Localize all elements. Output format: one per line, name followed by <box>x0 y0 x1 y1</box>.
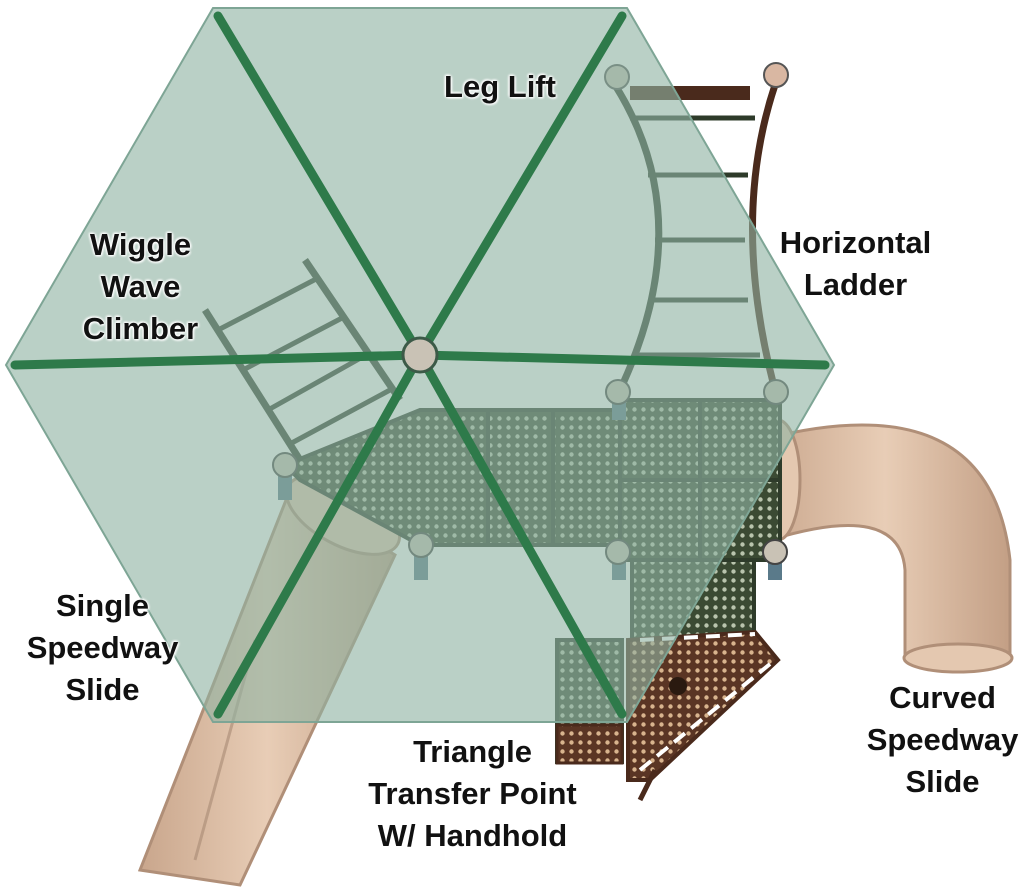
label-curved-speedway-slide: Curved Speedway Slide <box>866 680 1019 799</box>
label-single-speedway-slide: Single Speedway Slide <box>26 588 179 707</box>
label-wiggle-wave-climber: Wiggle Wave Climber <box>82 227 199 346</box>
canopy-hub <box>401 336 439 374</box>
label-horizontal-ladder: Horizontal Ladder <box>779 225 932 302</box>
label-leg-lift: Leg Lift <box>444 69 556 104</box>
shade-canopy <box>4 7 836 723</box>
label-triangle-transfer-point: Triangle Transfer Point W/ Handhold <box>368 734 577 853</box>
curved-speedway-slide <box>754 418 1014 674</box>
